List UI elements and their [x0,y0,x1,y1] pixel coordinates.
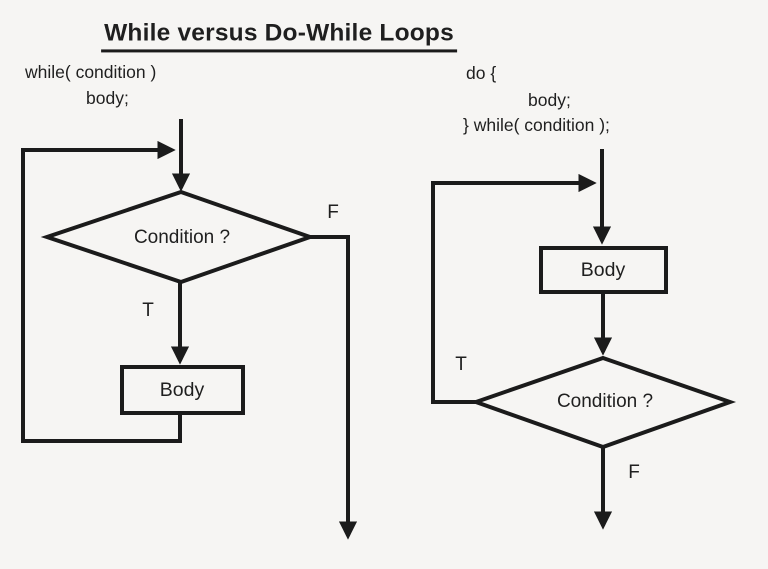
while-false-arrow [310,235,358,540]
dowhile-condition-label: Condition ? [556,391,654,413]
while-condition-label: Condition ? [133,227,231,249]
dowhile-body-label: Body [580,258,626,281]
dowhile-code-line-3: } while( condition ); [463,115,610,135]
dowhile-code-line-2: body; [528,90,571,110]
dowhile-body-box [539,246,668,294]
while-false-label: F [327,202,339,224]
page-title: While versus Do-While Loops [101,19,457,53]
while-code-line-2: body; [86,88,129,108]
dowhile-loopback-arrow [431,173,597,404]
while-loopback-arrow [21,140,182,443]
while-body-box [120,365,245,415]
dowhile-code-line-1: do { [466,63,497,83]
while-code-line-1: while( condition ) [25,62,157,82]
while-true-label: T [142,300,154,322]
while-body-label: Body [159,378,205,401]
dowhile-false-label: F [628,462,640,484]
dowhile-true-label: T [455,354,467,376]
